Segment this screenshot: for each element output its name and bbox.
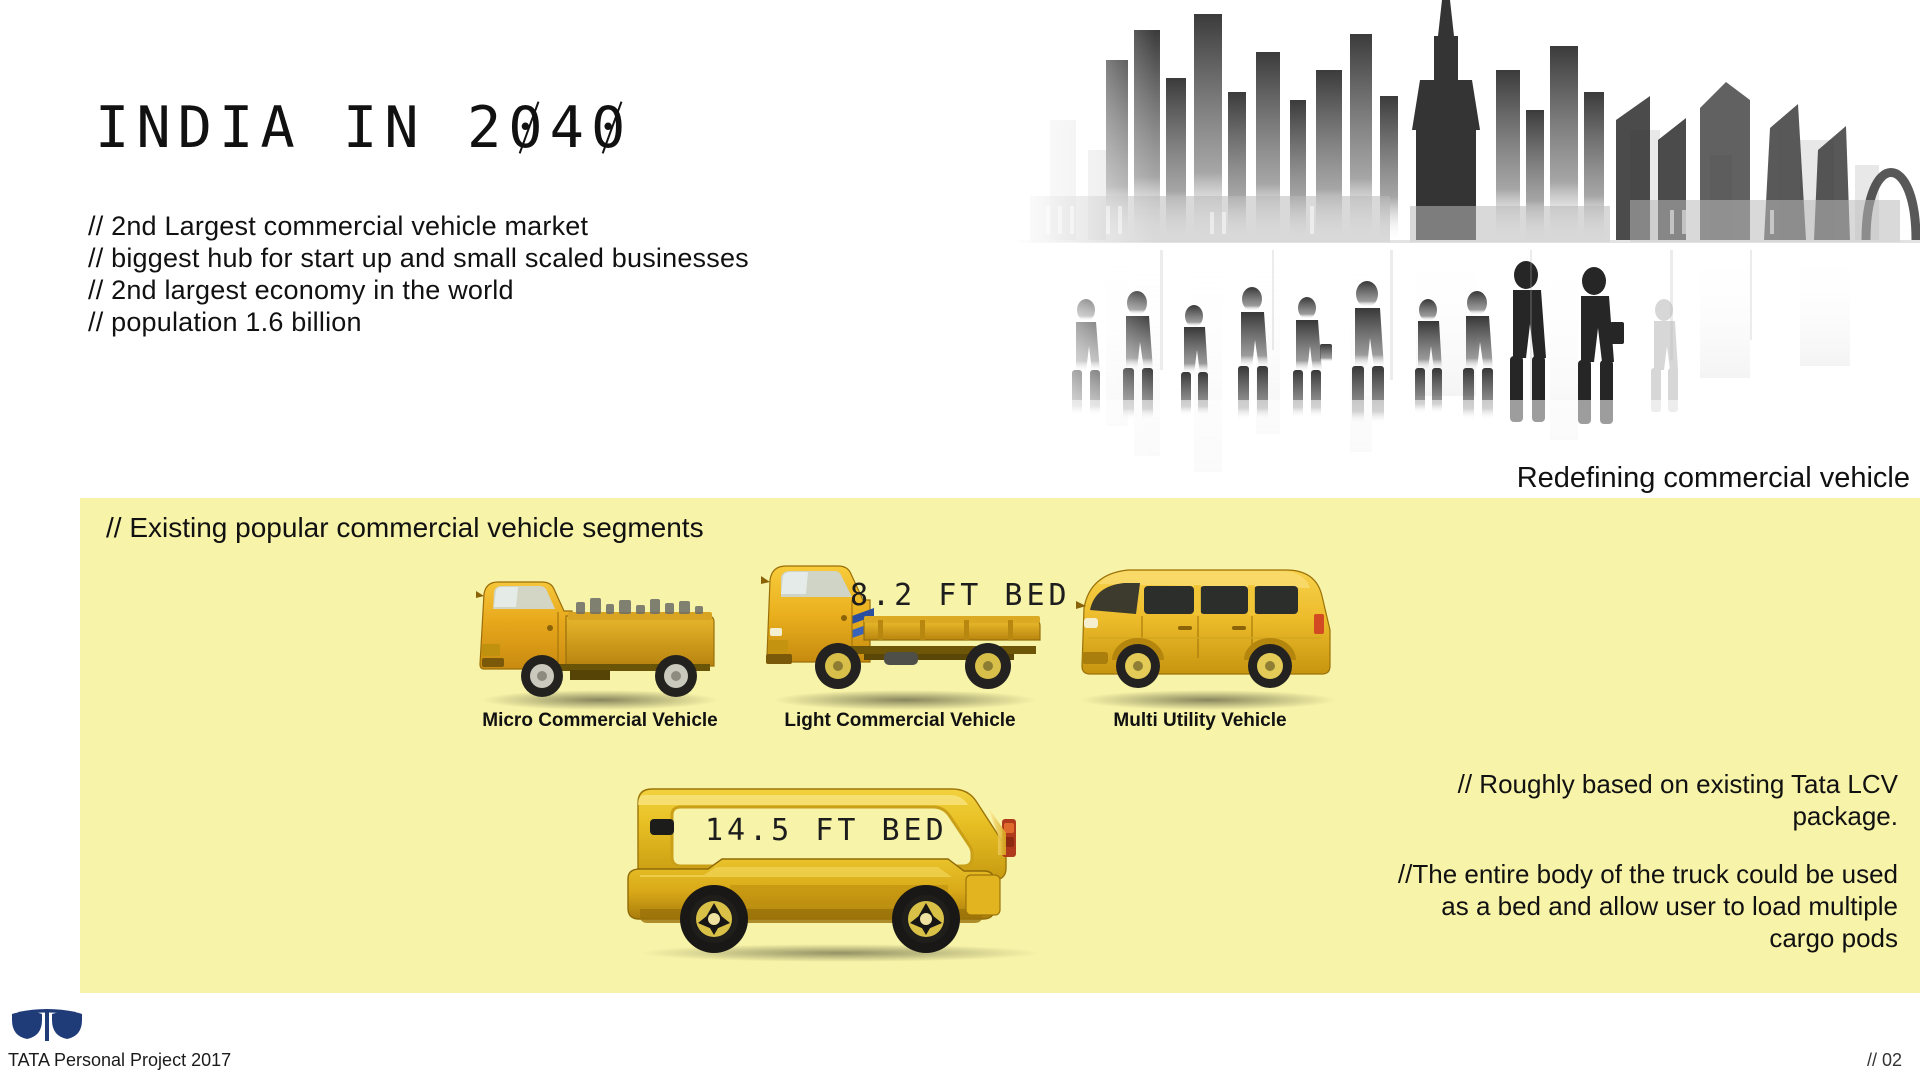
vehicle-caption-light: Light Commercial Vehicle [784, 710, 1016, 731]
page-title-text: INDIA IN 2040 [95, 95, 633, 161]
concept-notes: // Roughly based on existing Tata LCV pa… [1378, 768, 1898, 954]
panel-title: // Existing popular commercial vehicle s… [106, 512, 704, 543]
skyline-graphic [1010, 0, 1920, 500]
concept-truck [610, 763, 1070, 963]
van-graphic [1076, 569, 1336, 710]
bed-label-concept-truck: 14.5 FT BED [705, 813, 948, 848]
micro-truck-graphic [476, 581, 718, 710]
wheel-front [680, 885, 748, 953]
vehicle-segments-panel: // Existing popular commercial vehicle s… [80, 498, 1920, 993]
vehicle-multi-utility-van [1068, 556, 1348, 715]
vehicle-caption-micro: Micro Commercial Vehicle [482, 710, 718, 731]
wheel [655, 655, 697, 697]
vehicle-light-truck [760, 554, 1050, 715]
bullet-item-1: // 2nd Largest commercial vehicle market [88, 211, 589, 241]
concept-truck-graphic [627, 788, 1040, 962]
wheel [521, 655, 563, 697]
note-item-1: // Roughly based on existing Tata LCV pa… [1457, 769, 1898, 831]
bullet-item-4: // population 1.6 billion [88, 307, 362, 337]
vehicle-caption-multi-utility: Multi Utility Vehicle [1113, 710, 1287, 731]
bullet-item-2: // biggest hub for start up and small sc… [88, 243, 749, 273]
wheel-rear [892, 885, 960, 953]
tata-logo-icon [12, 1009, 82, 1041]
page-number: // 02 [1866, 1050, 1902, 1070]
light-truck-graphic [761, 565, 1041, 710]
tata-logo [10, 1008, 84, 1048]
wheel [965, 643, 1011, 689]
wheel [1116, 644, 1160, 688]
bed-label-light-truck: 8.2 FT BED [850, 578, 1071, 613]
vehicle-micro-truck [470, 560, 730, 715]
note-item-2: //The entire body of the truck could be … [1397, 859, 1898, 953]
footer-brand-text: TATA Personal Project 2017 [8, 1050, 232, 1070]
city-skyline-image [1010, 0, 1920, 500]
intro-bullet-list: // 2nd Largest commercial vehicle market… [88, 210, 749, 338]
bullet-item-3: // 2nd largest economy in the world [88, 275, 514, 305]
wheel [815, 643, 861, 689]
vehicle-row: Micro Commercial Vehicle [360, 560, 1420, 760]
tagline-text: Redefining commercial vehicle [1516, 462, 1910, 494]
page-title: INDIA IN 2040 [95, 95, 632, 161]
wheel [1248, 644, 1292, 688]
